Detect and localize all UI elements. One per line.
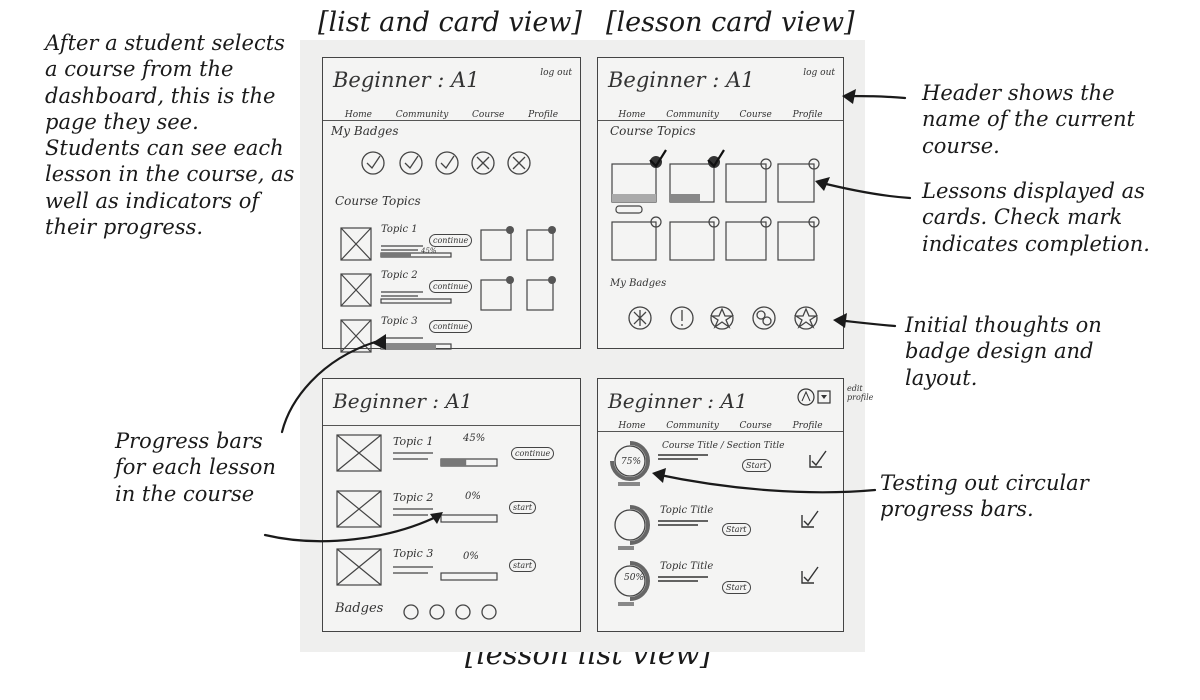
panel-bl-topic-3-percent: 0% bbox=[463, 551, 479, 562]
nav-course[interactable]: Course bbox=[739, 421, 772, 431]
panel-tl-topics-label: Course Topics bbox=[335, 194, 421, 208]
panel-bl-topic-2-percent: 0% bbox=[465, 491, 481, 502]
panel-tl-topic-2[interactable]: Topic 2 bbox=[381, 270, 418, 281]
nav-home[interactable]: Home bbox=[618, 421, 646, 431]
panel-tl-topic-1-button[interactable]: continue bbox=[429, 234, 473, 247]
nav-profile[interactable]: Profile bbox=[792, 110, 823, 120]
progress-ring-fill bbox=[610, 441, 650, 481]
panel-br-topic-2-title[interactable]: Topic Title bbox=[660, 505, 714, 516]
panel-tl-badges-label: My Badges bbox=[331, 124, 399, 138]
progress-bar bbox=[440, 572, 498, 581]
panel-br-topic-1-button[interactable]: Start bbox=[742, 459, 771, 472]
panel-br-topic-3-title[interactable]: Topic Title bbox=[660, 561, 714, 572]
annotation-circular: Testing out circular progress bars. bbox=[880, 471, 1089, 522]
panel-lesson-list: Beginner : A1 Topic 1 45% continue Topic… bbox=[322, 378, 581, 632]
panel-tl-topic-2-button[interactable]: continue bbox=[429, 280, 473, 293]
panel-tr-logout[interactable]: log out bbox=[803, 68, 835, 78]
view-label-list-card: [list and card view] bbox=[318, 7, 582, 38]
nav-community[interactable]: Community bbox=[666, 421, 719, 431]
panel-tl-topic-1[interactable]: Topic 1 bbox=[381, 224, 418, 235]
nav-profile[interactable]: Profile bbox=[792, 421, 823, 431]
nav-community[interactable]: Community bbox=[666, 110, 719, 120]
panel-bl-topic-1-percent: 45% bbox=[463, 433, 486, 444]
view-label-lesson-card: [lesson card view] bbox=[606, 7, 855, 38]
annotation-progress: Progress bars for each lesson in the cou… bbox=[115, 429, 276, 506]
panel-bl-title: Beginner : A1 bbox=[333, 389, 473, 413]
panel-bl-topic-3[interactable]: Topic 3 bbox=[393, 547, 434, 560]
nav-home[interactable]: Home bbox=[618, 110, 646, 120]
panel-lesson-card: Beginner : A1 log out Home Community Cou… bbox=[597, 57, 844, 349]
panel-tl-badges bbox=[361, 151, 531, 175]
panel-tr-title: Beginner : A1 bbox=[608, 68, 755, 92]
annotation-cards: Lessons displayed as cards. Check mark i… bbox=[922, 179, 1150, 256]
nav-course[interactable]: Course bbox=[472, 110, 505, 120]
panel-br-rings bbox=[610, 441, 827, 606]
panel-br-topic-3-percent: 50% bbox=[624, 573, 645, 583]
nav-community[interactable]: Community bbox=[395, 110, 449, 120]
progress-bar bbox=[440, 514, 498, 523]
progress-ring bbox=[614, 509, 646, 541]
panel-br-topic-3-button[interactable]: Start bbox=[722, 581, 751, 594]
progress-mini-bar bbox=[618, 602, 634, 606]
panel-tl-logout[interactable]: log out bbox=[540, 68, 572, 78]
panel-list-and-card: Beginner : A1 log out Home Community Cou… bbox=[322, 57, 581, 353]
panel-bl-topic-2[interactable]: Topic 2 bbox=[393, 491, 434, 504]
arrow-progress-top bbox=[280, 340, 377, 434]
panel-tr-topics-label: Course Topics bbox=[610, 124, 696, 138]
panel-bl-badges-label: Badges bbox=[335, 601, 384, 616]
panel-br-title: Beginner : A1 bbox=[608, 389, 748, 413]
arrow-progress-bottom bbox=[263, 513, 442, 543]
panel-bl-topic-2-button[interactable]: start bbox=[509, 501, 537, 514]
progress-ring-fill bbox=[629, 505, 650, 545]
nav-profile[interactable]: Profile bbox=[528, 110, 559, 120]
annotation-header: Header shows the name of the current cou… bbox=[922, 81, 1135, 158]
panel-br-profile[interactable] bbox=[796, 385, 836, 409]
panel-circular-progress: Beginner : A1 Home Community Course Prof… bbox=[597, 378, 844, 632]
annotation-intro: After a student selects a course from th… bbox=[45, 31, 295, 239]
panel-bl-topic-3-button[interactable]: start bbox=[509, 559, 537, 572]
panel-tl-topic-3-button[interactable]: continue bbox=[429, 320, 473, 333]
panel-br-topic-1-percent: 75% bbox=[621, 457, 642, 467]
panel-tl-nav: Home Community Course Profile bbox=[323, 110, 580, 121]
progress-ring bbox=[614, 445, 646, 477]
panel-bl-topic-thumbs bbox=[336, 434, 498, 586]
progress-mini-bar bbox=[618, 546, 634, 550]
nav-home[interactable]: Home bbox=[344, 110, 372, 120]
panel-tl-topic-thumbs bbox=[340, 226, 556, 353]
nav-course[interactable]: Course bbox=[739, 110, 772, 120]
panel-br-side-note: edit profile bbox=[847, 384, 874, 402]
panel-tr-badges-label: My Badges bbox=[610, 278, 667, 289]
panel-br-topic-1-title[interactable]: Course Title / Section Title bbox=[662, 441, 785, 451]
panel-tr-nav: Home Community Course Profile bbox=[598, 110, 843, 121]
panel-tl-title: Beginner : A1 bbox=[333, 68, 480, 92]
progress-mini-bar bbox=[618, 482, 640, 486]
progress-fill bbox=[441, 459, 467, 466]
progress-ring-fill bbox=[629, 561, 650, 601]
panel-bl-header-rule bbox=[323, 425, 580, 426]
panel-bl-badges bbox=[403, 604, 497, 620]
panel-tr-badges bbox=[628, 306, 819, 330]
panel-bl-topic-1[interactable]: Topic 1 bbox=[393, 435, 434, 448]
panel-tl-topic-1-percent: 45% bbox=[421, 247, 437, 255]
panel-tr-lesson-cards bbox=[611, 149, 820, 261]
panel-bl-topic-1-button[interactable]: continue bbox=[511, 447, 555, 460]
panel-br-topic-2-button[interactable]: Start bbox=[722, 523, 751, 536]
panel-br-nav: Home Community Course Profile bbox=[598, 421, 843, 432]
annotation-badges: Initial thoughts on badge design and lay… bbox=[905, 313, 1102, 390]
progress-ring bbox=[614, 565, 646, 597]
arrow-circular bbox=[653, 472, 877, 494]
arrow-cards bbox=[816, 180, 912, 200]
panel-tl-topic-3[interactable]: Topic 3 bbox=[381, 316, 418, 327]
